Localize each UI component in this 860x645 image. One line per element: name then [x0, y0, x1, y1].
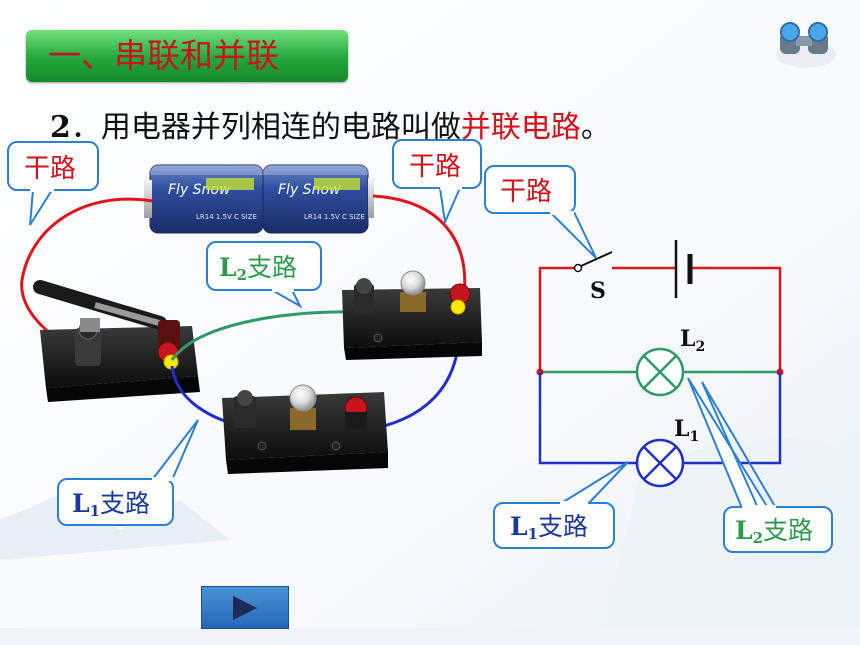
binocular-icon — [776, 22, 836, 68]
headline-number: 2 — [50, 110, 71, 145]
schematic-switch — [573, 251, 613, 273]
callout-branch-l1-label: L1支路 — [72, 489, 150, 520]
callout-schematic-l2: L2支路 — [687, 377, 833, 553]
play-button[interactable] — [201, 586, 289, 629]
callout-schematic-l1: L1支路 — [493, 461, 629, 549]
callout-schematic-l1-letter: L — [510, 512, 528, 541]
play-icon — [233, 596, 257, 620]
callout-schematic-l2-suffix: 支路 — [763, 516, 813, 545]
callout-schematic-l2-sub: 2 — [753, 529, 763, 547]
callout-schematic-l2-label: L2支路 — [735, 516, 813, 547]
callout-schematic-l1-suffix: 支路 — [538, 512, 588, 541]
callout-trunk-left: 干路 — [7, 141, 99, 226]
callout-schematic-trunk-text: 干路 — [500, 177, 552, 207]
lamp-l2-letter: L — [680, 326, 695, 352]
callout-branch-l2-sub: 2 — [237, 266, 247, 284]
callout-branch-l2-suffix: 支路 — [247, 253, 297, 282]
callout-trunk-left-text: 干路 — [24, 154, 76, 184]
callout-schematic-l1-label: L1支路 — [510, 512, 588, 543]
callout-trunk-right: 干路 — [392, 139, 482, 226]
lamp-l2-sub: 2 — [695, 339, 705, 355]
schematic-battery — [674, 240, 693, 298]
callout-branch-l1-letter: L — [72, 489, 90, 518]
headline-end: 。 — [580, 110, 611, 145]
battery-spec-1: LR14 1.5V C SIZE — [196, 213, 257, 221]
lamp-l2-label: L2 — [680, 326, 705, 355]
lamp-l1-letter: L — [674, 416, 689, 442]
callout-schematic-l1-sub: 1 — [528, 525, 538, 543]
callout-branch-l1-sub: 1 — [90, 502, 100, 520]
headline-text: ．用电器并列相连的电路叫做 — [70, 110, 461, 145]
callout-schematic-trunk: 干路 — [484, 165, 597, 259]
schematic-trunk-right — [690, 266, 782, 372]
callout-branch-l1-suffix: 支路 — [100, 489, 150, 518]
knife-switch — [33, 280, 200, 402]
callout-branch-l1: L1支路 — [57, 419, 199, 526]
lamp-holder-l2 — [342, 270, 482, 360]
headline-highlight: 并联电路 — [460, 110, 581, 145]
schematic-lamp-l1 — [635, 438, 685, 488]
schematic-branch-l1-left — [538, 372, 636, 465]
callout-branch-l2-label: L2支路 — [219, 253, 297, 284]
callout-schematic-l2-letter: L — [735, 516, 753, 545]
headline: 2．用电器并列相连的电路叫做并联电路。 — [50, 102, 611, 146]
battery-spec-2: LR14 1.5V C SIZE — [304, 213, 365, 221]
branch-l2-wire-photo — [170, 310, 363, 361]
schematic-branch-l1-right — [684, 372, 782, 465]
schematic-lamp-l2 — [635, 347, 685, 397]
lamp-l1-label: L1 — [674, 416, 699, 445]
battery-pack: Fly Snow Fly Snow LR14 1.5V C SIZE LR14 … — [144, 164, 374, 234]
switch-label: S — [590, 278, 606, 304]
callout-branch-l2: L2支路 — [206, 241, 322, 309]
lamp-l1-sub: 1 — [689, 429, 699, 445]
lamp-holder-l1 — [222, 384, 388, 474]
callout-trunk-right-text: 干路 — [409, 152, 461, 182]
section-title: 一、串联和并联 — [26, 30, 348, 82]
schematic-trunk-left — [538, 266, 576, 370]
callout-branch-l2-letter: L — [219, 253, 237, 282]
trunk-wire-right — [372, 194, 467, 297]
